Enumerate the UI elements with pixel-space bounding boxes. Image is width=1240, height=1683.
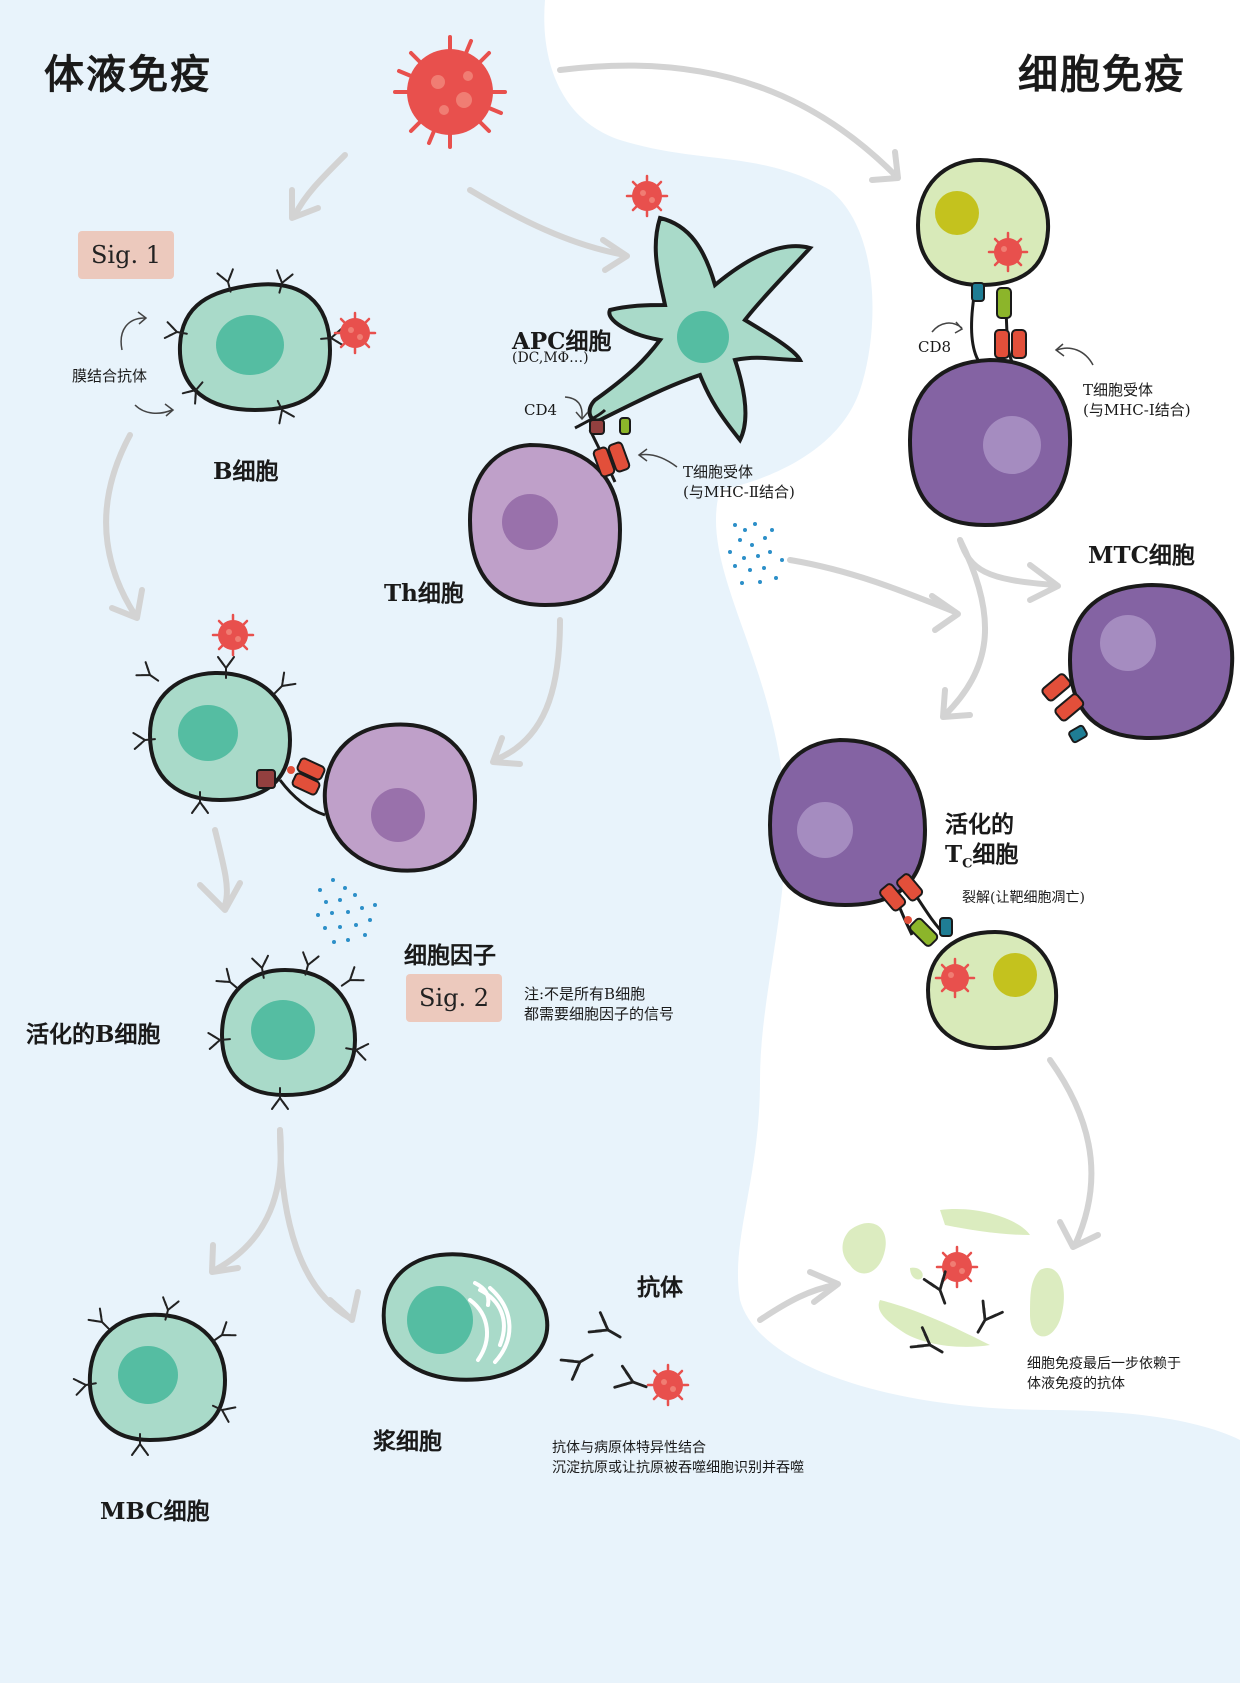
lysis-label: 裂解(让靶细胞凋亡) — [962, 890, 1085, 906]
virus-in-target-top — [987, 231, 1029, 273]
cd8-label: CD8 — [918, 338, 952, 356]
flow-arrows — [103, 62, 1101, 1323]
mtc-cell — [1041, 582, 1235, 744]
th-cell-label: Th细胞 — [384, 580, 464, 607]
plasma-cell — [381, 1252, 550, 1382]
final-note-line1: 细胞免疫最后一步依赖于 — [1027, 1356, 1181, 1372]
activated-tc-line2: TC细胞 — [945, 835, 1018, 872]
mtc-cell-label: MTC细胞 — [1088, 542, 1195, 569]
activated-tc-subscript: C — [962, 856, 973, 872]
tcr-mhc2-line2: (与MHC-Ⅱ结合) — [683, 483, 795, 501]
lysed-cell-fragments — [842, 1209, 1064, 1347]
b-th-pair — [132, 656, 478, 873]
target-cell-top — [915, 157, 1051, 288]
cytokine-dots-bottom — [316, 878, 377, 944]
virus-in-target-bottom — [934, 957, 976, 999]
cd4-label: CD4 — [524, 401, 558, 419]
virus-large — [393, 35, 507, 149]
pointer-arrows-b — [120, 311, 175, 417]
tcr-mhc1-line1: T细胞受体 — [1083, 381, 1154, 399]
pointer-arrows-cd8 — [931, 321, 1094, 366]
activated-tc-T: T — [945, 841, 963, 868]
antibody-note-line1: 抗体与病原体特异性结合 — [552, 1440, 706, 1456]
pointer-arrows-apc — [564, 396, 678, 468]
virus-small-antibody — [646, 1363, 690, 1407]
virus-small-b — [333, 311, 377, 355]
activated-tc-cell — [767, 737, 953, 947]
signal-1-badge: Sig. 1 — [78, 231, 174, 279]
activated-b-cell — [207, 951, 370, 1110]
plasma-cell-label: 浆细胞 — [373, 1428, 442, 1455]
antibody-note-line2: 沉淀抗原或让抗原被吞噬细胞识别并吞噬 — [552, 1460, 804, 1476]
final-note-line2: 体液免疫的抗体 — [1027, 1376, 1125, 1392]
apc-examples-label: (DC,MΦ…) — [512, 350, 589, 366]
virus-small-apc — [625, 174, 669, 218]
apc-cell-label: APC细胞 — [512, 328, 612, 355]
activated-b-label: 活化的B细胞 — [26, 1021, 161, 1048]
tcr-mhc2-line1: T细胞受体 — [683, 463, 754, 481]
antibody-label: 抗体 — [637, 1274, 683, 1301]
note-line2: 都需要细胞因子的信号 — [524, 1005, 675, 1023]
humoral-title: 体液免疫 — [44, 51, 212, 98]
cytokine-dots-top — [728, 522, 784, 585]
cellular-title: 细胞免疫 — [1018, 51, 1186, 98]
note-line1: 注:不是所有B细胞 — [524, 985, 646, 1003]
signal-2-badge: Sig. 2 — [406, 974, 502, 1022]
tc-cell-top — [907, 282, 1073, 528]
b-cell — [163, 268, 344, 425]
activated-tc-line1: 活化的 — [945, 811, 1014, 838]
apc-cell — [587, 215, 814, 444]
mbc-cell-label: MBC细胞 — [100, 1498, 210, 1525]
mbc-cell — [72, 1296, 237, 1456]
membrane-antibody-label: 膜结合抗体 — [72, 367, 148, 385]
target-cell-bottom — [925, 929, 1059, 1051]
activated-tc-rest: 细胞 — [972, 841, 1019, 868]
b-cell-label: B细胞 — [213, 458, 279, 485]
virus-small-mid — [211, 613, 255, 657]
cytokine-label: 细胞因子 — [404, 942, 496, 969]
virus-final — [935, 1245, 979, 1289]
tcr-mhc1-line2: (与MHC-Ⅰ结合) — [1083, 401, 1191, 419]
th-cell — [467, 408, 631, 608]
